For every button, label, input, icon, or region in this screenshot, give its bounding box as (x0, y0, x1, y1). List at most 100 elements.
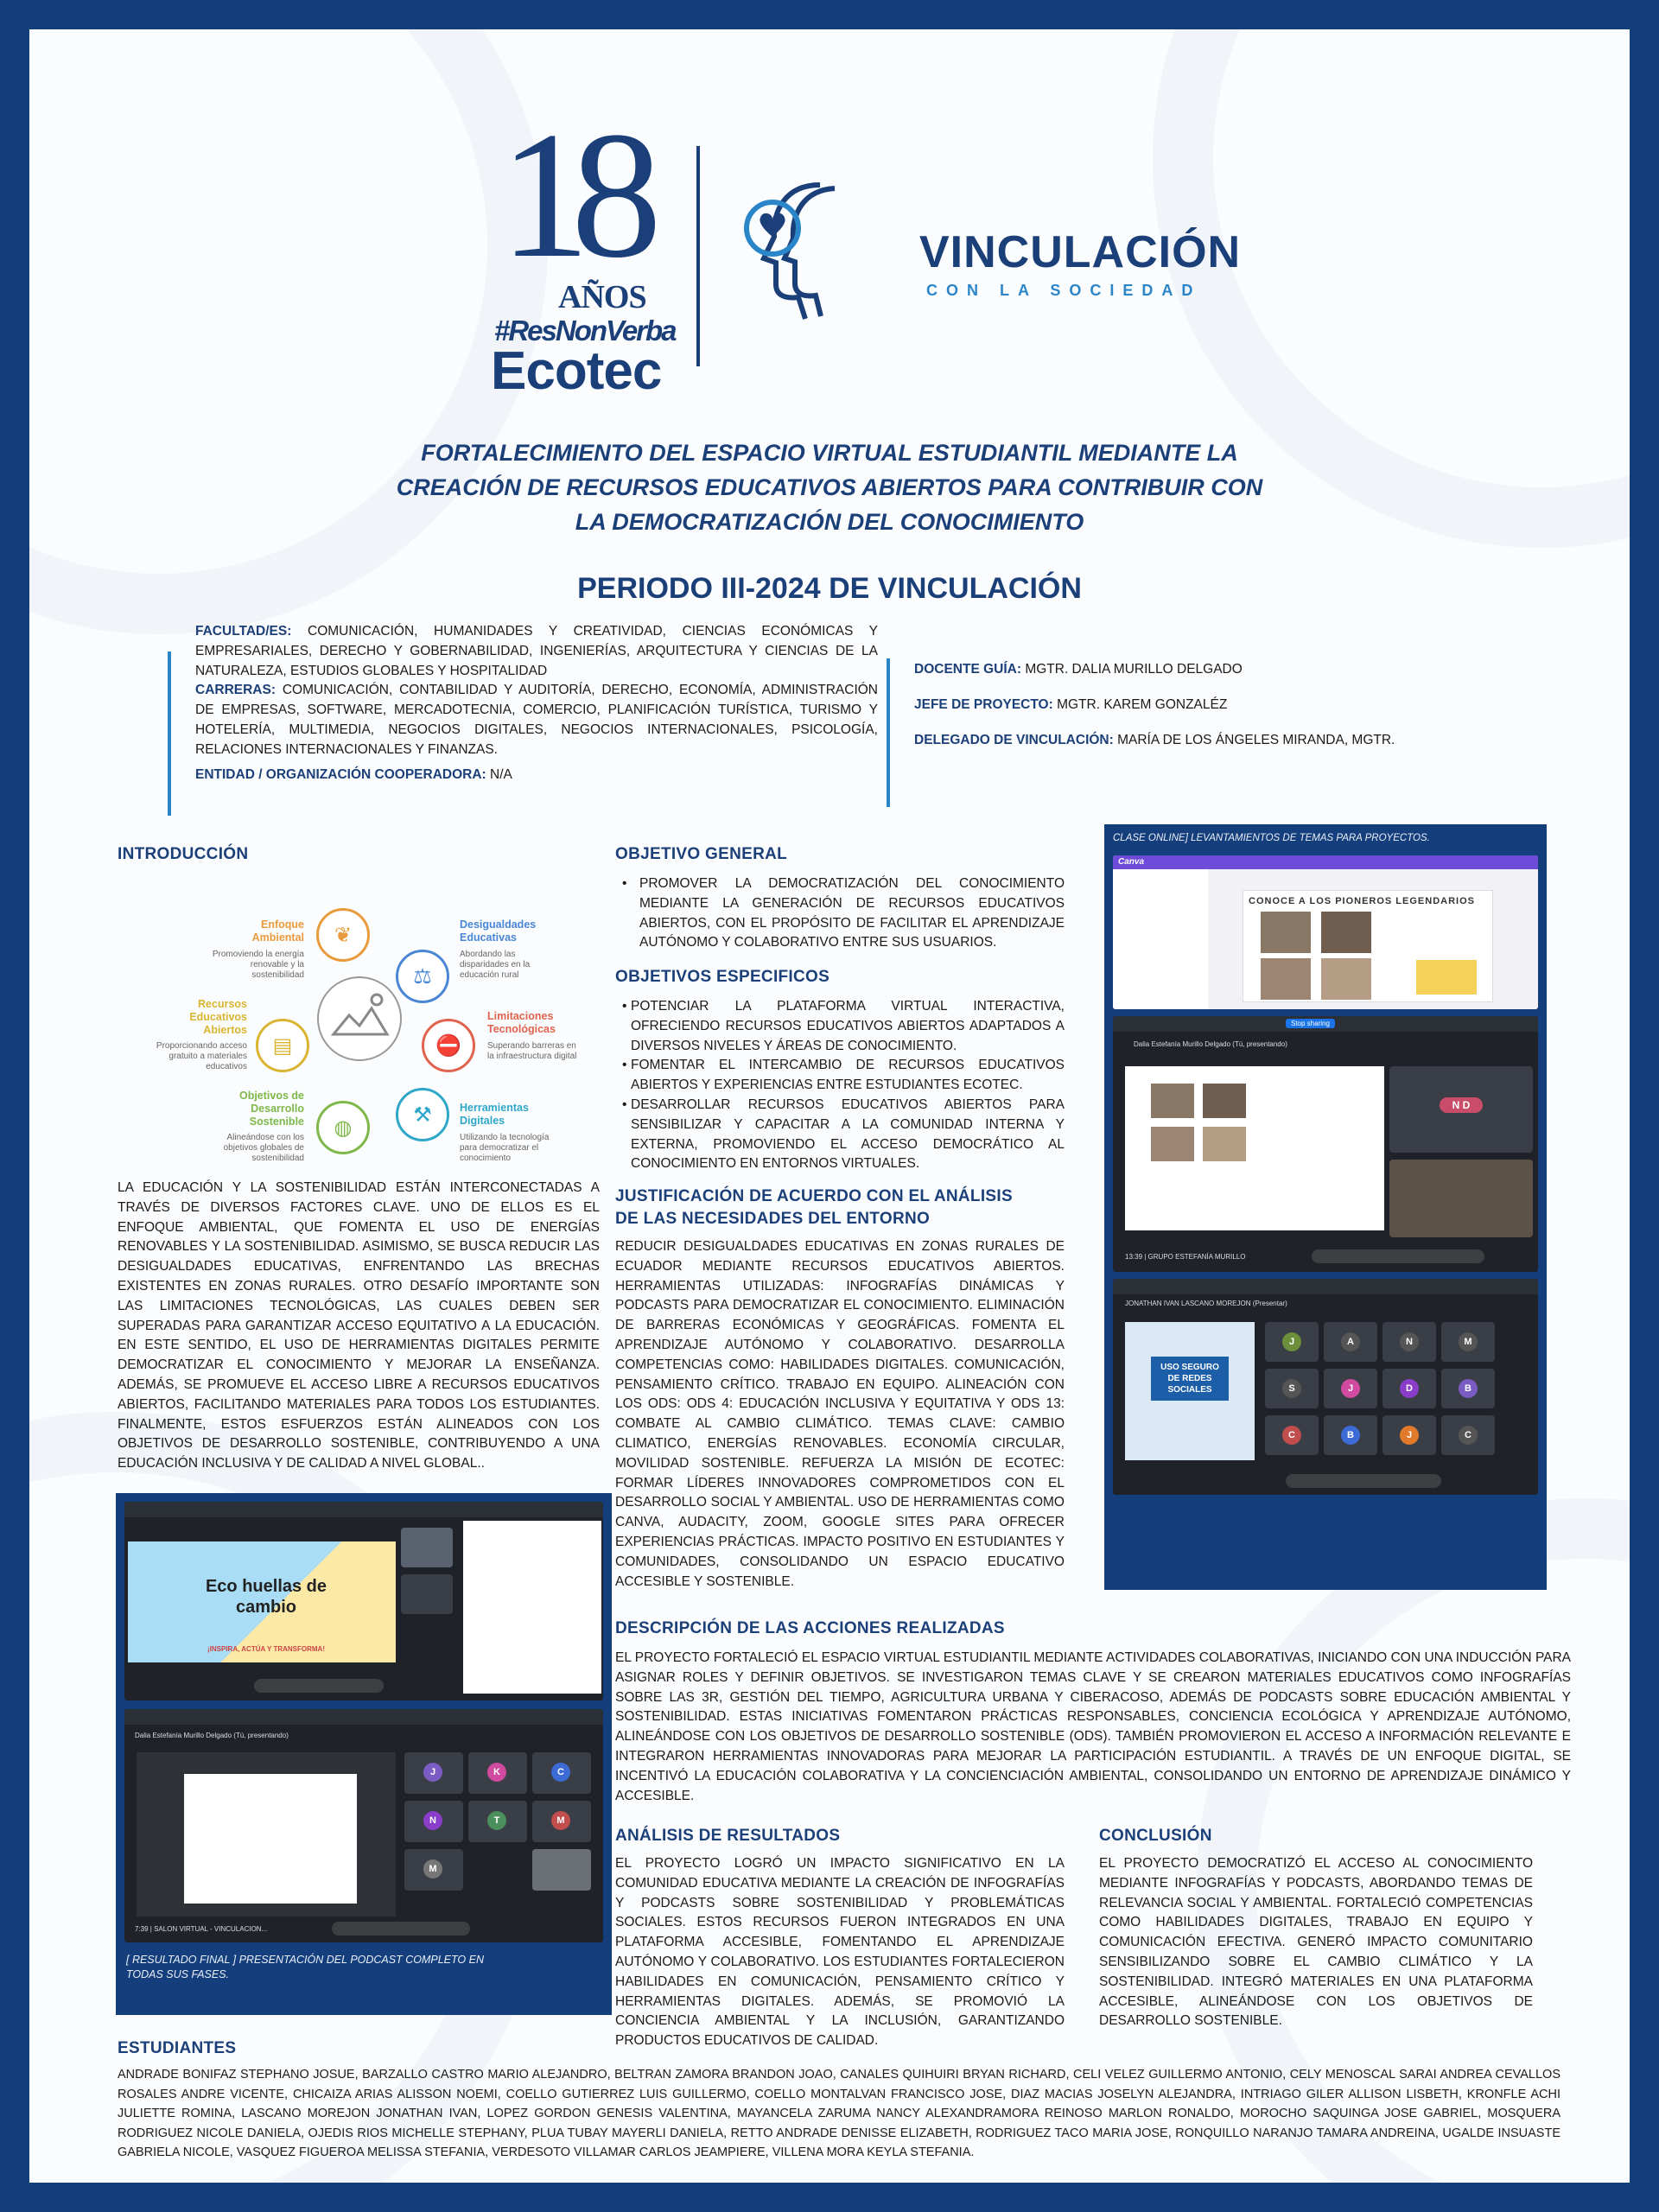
screenshot-eco-huellas: Eco huellas de cambio ¡INSPIRA, ACTÚA Y … (124, 1502, 603, 1700)
diagram-title-2: Limitaciones Tecnológicas (487, 1010, 556, 1035)
docente-block: DOCENTE GUÍA: MGTR. DALIA MURILLO DELGAD… (914, 658, 1519, 680)
vinculacion-subtitle: CON LA SOCIEDAD (926, 282, 1202, 299)
canva-brand: Canva (1118, 857, 1145, 867)
carreras-label: CARRERAS: (195, 683, 276, 698)
analisis-text: EL PROYECTO LOGRÓ UN IMPACTO SIGNIFICATI… (615, 1856, 1065, 2049)
browser-bar (1113, 1279, 1538, 1294)
screenshot-canva: Canva CONOCE A LOS PIONEROS LEGENDARIOS (1113, 855, 1538, 1009)
participant-tile: J (1265, 1322, 1319, 1362)
justificacion-heading-line-1: JUSTIFICACIÓN DE ACUERDO CON EL ANÁLISIS (615, 1187, 1013, 1205)
objetivo-general-item: PROMOVER LA DEMOCRATIZACIÓN DEL CONOCIMI… (615, 874, 1065, 953)
estudiantes-text: ANDRADE BONIFAZ STEPHANO JOSUE, BARZALLO… (118, 2068, 1560, 2159)
participant-tile: J (1382, 1415, 1436, 1455)
bg-swirl (29, 29, 548, 634)
poster-title: FORTALECIMIENTO DEL ESPACIO VIRTUAL ESTU… (202, 435, 1457, 539)
logo-hashtag: #ResNonVerba (494, 315, 677, 346)
poster: 18 AÑOS #ResNonVerba Ecotec VINCULACIÓN … (29, 29, 1630, 2183)
info-right: DOCENTE GUÍA: MGTR. DALIA MURILLO DELGAD… (914, 658, 1519, 751)
logo-divider (696, 146, 700, 366)
slide-title: Eco huellas de cambio (205, 1577, 327, 1617)
presenter-label: Dalia Estefanía Murillo Delgado (Tú, pre… (1134, 1040, 1287, 1048)
carreras-block: CARRERAS: COMUNICACIÓN, CONTABILIDAD Y A… (195, 681, 878, 760)
participant-tile: N (404, 1801, 463, 1842)
periodo-title: PERIODO III-2024 DE VINCULACIÓN (577, 572, 1082, 605)
heart-brain-icon (744, 182, 836, 320)
right-photo-caption: CLASE ONLINE] LEVANTAMIENTOS DE TEMAS PA… (1113, 833, 1430, 843)
conclusion-text: EL PROYECTO DEMOCRATIZÓ EL ACCESO AL CON… (1099, 1856, 1533, 2029)
participant-tile: C (1265, 1415, 1319, 1455)
intro-heading: INTRODUCCIÓN (118, 845, 249, 863)
participant-tile: M (404, 1849, 463, 1891)
diagram-title-4: Objetivos de Desarrollo Sostenible (238, 1090, 304, 1128)
justificacion-heading-line-2: DE LAS NECESIDADES DEL ENTORNO (615, 1210, 931, 1228)
participant-initials: N D (1440, 1097, 1483, 1113)
screenshot-meet-stefania: Stop sharing Dalia Estefanía Murillo Del… (1113, 1016, 1538, 1272)
facultad-label: FACULTAD/ES: (195, 624, 292, 639)
left-photo-panel: Eco huellas de cambio ¡INSPIRA, ACTÚA Y … (116, 1493, 612, 2015)
meeting-info: 7:39 | SALON VIRTUAL - VINCULACION... (135, 1925, 268, 1933)
slide-list-card (1416, 960, 1477, 995)
barrier-icon: ⛔ (422, 1019, 475, 1072)
descripcion-heading: DESCRIPCIÓN DE LAS ACCIONES REALIZADAS (615, 1619, 1010, 1638)
participant-tile: T (468, 1801, 527, 1842)
delegado-value: MARÍA DE LOS ÁNGELES MIRANDA, MGTR. (1117, 733, 1395, 747)
participant-photo (1151, 1127, 1194, 1161)
browser-bar (124, 1709, 603, 1725)
logo-vinculacion: VINCULACIÓN CON LA SOCIEDAD (738, 176, 1240, 332)
meeting-controls[interactable] (332, 1922, 470, 1936)
delegado-block: DELEGADO DE VINCULACIÓN: MARÍA DE LOS ÁN… (914, 729, 1519, 751)
shared-slide (1125, 1066, 1384, 1230)
book-icon: ▤ (256, 1019, 309, 1072)
diagram-title-0: Enfoque Ambiental (251, 918, 304, 944)
jefe-value: MGTR. KAREM GONZALÉZ (1057, 697, 1228, 712)
participant-photo (1321, 912, 1371, 953)
participant-tile: B (1441, 1369, 1495, 1408)
logo-brand: Ecotec (491, 341, 662, 401)
participant-tile: A (1324, 1322, 1377, 1362)
browser-bar (124, 1502, 603, 1517)
participant-tile: C (1441, 1415, 1495, 1455)
participant-tile: K (468, 1752, 527, 1794)
diagram-desc-3: Utilizando la tecnología para democratiz… (460, 1133, 550, 1163)
participant-photo (1151, 1084, 1194, 1118)
docente-value: MGTR. DALIA MURILLO DELGADO (1025, 662, 1243, 677)
objetivo-general-list: PROMOVER LA DEMOCRATIZACIÓN DEL CONOCIMI… (615, 874, 1065, 953)
left-photo-caption: [ RESULTADO FINAL ] PRESENTACIÓN DEL POD… (126, 1954, 484, 1980)
screenshot-presentation: Dalia Estefanía Murillo Delgado (Tú, pre… (124, 1709, 603, 1942)
globe-icon: ◍ (316, 1101, 370, 1154)
stop-sharing-button[interactable]: Stop sharing (1286, 1019, 1335, 1028)
entidad-value: N/A (490, 766, 512, 782)
participant-tile: N D (1389, 1066, 1533, 1153)
diagram-center-icon (317, 976, 402, 1061)
participant-photo (1203, 1127, 1246, 1161)
participant-tile: J (1324, 1369, 1377, 1408)
participant-tile: M (1441, 1322, 1495, 1362)
participant-tile: M (532, 1801, 591, 1842)
objetivos-especificos-list: POTENCIAR LA PLATAFORMA VIRTUAL INTERACT… (615, 997, 1065, 1174)
screenshot-meet-jonathan: JONATHAN IVAN LASCANO MOREJON (Presentar… (1113, 1279, 1538, 1495)
participant-photo (1203, 1084, 1246, 1118)
diagram-desc-4: Alineándose con los objetivos globales d… (223, 1133, 304, 1163)
meeting-controls[interactable] (1312, 1249, 1484, 1263)
title-line-2: CREACIÓN DE RECURSOS EDUCATIVOS ABIERTOS… (396, 474, 1263, 500)
conclusion-heading: CONCLUSIÓN (1099, 1827, 1212, 1845)
diagram-title-1: Desigualdades Educativas (460, 918, 537, 944)
leaf-icon: ❦ (316, 908, 370, 962)
jefe-label: JEFE DE PROYECTO: (914, 697, 1053, 712)
participant-tile (401, 1528, 453, 1567)
shared-screen (137, 1752, 396, 1916)
slide-subtitle: ¡INSPIRA, ACTÚA Y TRANSFORMA! (207, 1645, 325, 1653)
justificacion-heading: JUSTIFICACIÓN DE ACUERDO CON EL ANÁLISIS… (615, 1185, 1013, 1230)
participant-tile: C (532, 1752, 591, 1794)
analisis-heading: ANÁLISIS DE RESULTADOS (615, 1827, 841, 1845)
participant-tile: S (1265, 1369, 1319, 1408)
participant-tile: J (404, 1752, 463, 1794)
canva-slide-banner: CONOCE A LOS PIONEROS LEGENDARIOS (1249, 896, 1475, 906)
meeting-controls[interactable] (1286, 1474, 1441, 1488)
canva-sidebar (1113, 869, 1208, 1009)
carreras-value: COMUNICACIÓN, CONTABILIDAD Y AUDITORÍA, … (195, 683, 878, 757)
tools-icon: ⚒ (396, 1088, 449, 1141)
logo-ecotec: 18 AÑOS #ResNonVerba Ecotec (479, 105, 695, 401)
meeting-controls[interactable] (254, 1679, 384, 1693)
presenter-label: Dalia Estefanía Murillo Delgado (Tú, pre… (135, 1732, 289, 1739)
